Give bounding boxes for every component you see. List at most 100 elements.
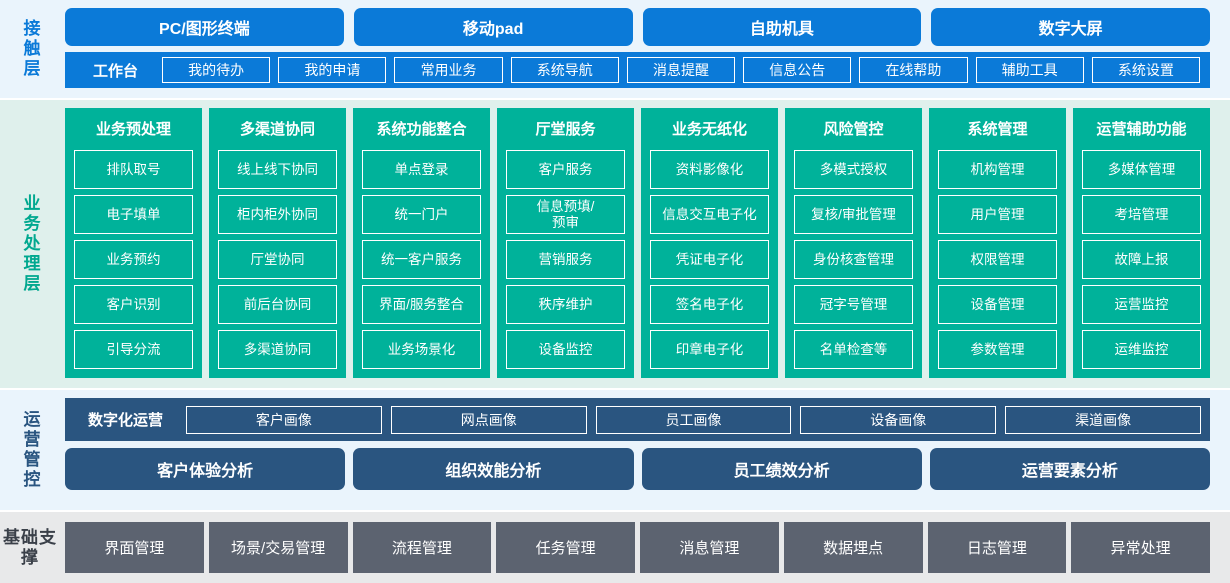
terminal-card-pc[interactable]: PC/图形终端: [65, 8, 344, 46]
toolbar-item-message-alert[interactable]: 消息提醒: [626, 57, 736, 83]
business-column-ops-support: 运营辅助功能 多媒体管理 考培管理 故障上报 运营监控 运维监控: [1073, 108, 1210, 378]
business-item[interactable]: 考培管理: [1082, 195, 1201, 234]
business-item[interactable]: 营销服务: [506, 240, 625, 279]
business-item[interactable]: 信息预填/ 预审: [506, 195, 625, 234]
layer-business-label-text: 业务处理层: [20, 194, 40, 294]
business-item[interactable]: 身份核查管理: [794, 240, 913, 279]
business-item[interactable]: 用户管理: [938, 195, 1057, 234]
portrait-channel[interactable]: 渠道画像: [1005, 405, 1201, 434]
business-item[interactable]: 电子填单: [74, 195, 193, 234]
analysis-customer-experience[interactable]: 客户体验分析: [65, 448, 346, 490]
business-item[interactable]: 界面/服务整合: [362, 285, 481, 324]
foundation-log-management[interactable]: 日志管理: [927, 522, 1067, 573]
business-item[interactable]: 排队取号: [74, 150, 193, 189]
business-item[interactable]: 设备管理: [938, 285, 1057, 324]
toolbar-item-system-settings[interactable]: 系统设置: [1091, 57, 1200, 83]
toolbar-item-my-application[interactable]: 我的申请: [278, 57, 387, 83]
layer-foundation: 基础支撑 界面管理 场景/交易管理 流程管理 任务管理 消息管理 数据埋点 日志…: [0, 512, 1230, 583]
portrait-device[interactable]: 设备画像: [800, 405, 997, 434]
layer-foundation-label: 基础支撑: [0, 512, 60, 583]
business-item[interactable]: 设备监控: [506, 330, 625, 369]
foundation-data-tracking[interactable]: 数据埋点: [783, 522, 923, 573]
column-title: 厅堂服务: [535, 121, 596, 138]
business-item[interactable]: 运维监控: [1082, 330, 1201, 369]
toolbar-item-announcement[interactable]: 信息公告: [743, 57, 852, 83]
foundation-ui-management[interactable]: 界面管理: [65, 522, 204, 573]
business-item[interactable]: 前后台协同: [218, 285, 337, 324]
digital-operations-bar: 数字化运营 客户画像 网点画像 员工画像 设备画像 渠道画像: [65, 398, 1210, 441]
column-title: 系统管理: [967, 121, 1028, 138]
business-item[interactable]: 签名电子化: [650, 285, 769, 324]
analysis-org-effectiveness[interactable]: 组织效能分析: [353, 448, 634, 490]
layer-contact-label: 接触层: [0, 0, 60, 98]
foundation-scene-transaction-management[interactable]: 场景/交易管理: [208, 522, 348, 573]
portrait-customer[interactable]: 客户画像: [186, 405, 382, 434]
column-title: 业务预处理: [95, 121, 171, 138]
foundation-process-management[interactable]: 流程管理: [352, 522, 492, 573]
foundation-task-management[interactable]: 任务管理: [496, 522, 635, 573]
portrait-branch[interactable]: 网点画像: [390, 405, 587, 434]
column-title: 风险管控: [823, 121, 884, 138]
business-item[interactable]: 故障上报: [1082, 240, 1201, 279]
layer-operations-label-text: 运营管控: [20, 410, 40, 490]
business-item[interactable]: 线上线下协同: [218, 150, 337, 189]
column-title: 运营辅助功能: [1096, 121, 1187, 138]
business-column-multichannel: 多渠道协同 线上线下协同 柜内柜外协同 厅堂协同 前后台协同 多渠道协同: [209, 108, 346, 378]
business-item[interactable]: 权限管理: [938, 240, 1057, 279]
workbench-label: 工作台: [93, 62, 139, 80]
business-item[interactable]: 多媒体管理: [1082, 150, 1201, 189]
layer-business-body: 业务预处理 排队取号 电子填单 业务预约 客户识别 引导分流 多渠道协同 线上线…: [60, 100, 1230, 388]
foundation-message-management[interactable]: 消息管理: [640, 522, 779, 573]
column-title: 系统功能整合: [376, 121, 467, 138]
business-item[interactable]: 印章电子化: [650, 330, 769, 369]
layer-contact-body: PC/图形终端 移动pad 自助机具 数字大屏 工作台 我的待办 我的申请 常用…: [60, 0, 1230, 98]
layer-operations-body: 数字化运营 客户画像 网点画像 员工画像 设备画像 渠道画像 客户体验分析 组织…: [60, 390, 1230, 510]
business-item[interactable]: 名单检查等: [794, 330, 913, 369]
business-column-paperless: 业务无纸化 资料影像化 信息交互电子化 凭证电子化 签名电子化 印章电子化: [641, 108, 778, 378]
toolbar-item-system-nav[interactable]: 系统导航: [510, 57, 619, 83]
business-item[interactable]: 参数管理: [938, 330, 1057, 369]
business-item[interactable]: 机构管理: [938, 150, 1057, 189]
business-item[interactable]: 运营监控: [1082, 285, 1201, 324]
business-item[interactable]: 厅堂协同: [218, 240, 337, 279]
terminal-card-bigscreen[interactable]: 数字大屏: [931, 8, 1210, 46]
business-item[interactable]: 资料影像化: [650, 150, 769, 189]
layer-operations-label: 运营管控: [0, 390, 60, 510]
business-item[interactable]: 客户识别: [74, 285, 193, 324]
business-item[interactable]: 多渠道协同: [218, 330, 337, 369]
business-item[interactable]: 秩序维护: [506, 285, 625, 324]
business-item[interactable]: 业务场景化: [362, 330, 481, 369]
business-column-group: 业务预处理 排队取号 电子填单 业务预约 客户识别 引导分流 多渠道协同 线上线…: [65, 108, 1210, 378]
portrait-employee[interactable]: 员工画像: [595, 405, 792, 434]
business-item[interactable]: 信息交互电子化: [650, 195, 769, 234]
workbench-toolbar: 工作台 我的待办 我的申请 常用业务 系统导航 消息提醒 信息公告 在线帮助 辅…: [65, 52, 1210, 88]
terminal-card-row: PC/图形终端 移动pad 自助机具 数字大屏: [65, 8, 1210, 46]
toolbar-item-my-todo[interactable]: 我的待办: [162, 57, 271, 83]
toolbar-item-common-business[interactable]: 常用业务: [394, 57, 503, 83]
column-title: 业务无纸化: [671, 121, 747, 138]
business-item[interactable]: 引导分流: [74, 330, 193, 369]
terminal-card-pad[interactable]: 移动pad: [353, 8, 633, 46]
terminal-card-kiosk[interactable]: 自助机具: [642, 8, 922, 46]
business-item[interactable]: 统一客户服务: [362, 240, 481, 279]
toolbar-item-online-help[interactable]: 在线帮助: [859, 57, 968, 83]
business-item[interactable]: 多模式授权: [794, 150, 913, 189]
layer-foundation-label-text: 基础支撑: [3, 528, 57, 567]
analysis-employee-performance[interactable]: 员工绩效分析: [641, 448, 922, 490]
foundation-exception-handling[interactable]: 异常处理: [1071, 522, 1210, 573]
business-item[interactable]: 凭证电子化: [650, 240, 769, 279]
toolbar-item-aux-tools[interactable]: 辅助工具: [975, 57, 1084, 83]
business-item[interactable]: 业务预约: [74, 240, 193, 279]
layer-business: 业务处理层 业务预处理 排队取号 电子填单 业务预约 客户识别 引导分流 多渠道…: [0, 100, 1230, 388]
business-item[interactable]: 柜内柜外协同: [218, 195, 337, 234]
business-item[interactable]: 客户服务: [506, 150, 625, 189]
column-title: 多渠道协同: [239, 121, 315, 138]
business-item[interactable]: 单点登录: [362, 150, 481, 189]
business-item[interactable]: 统一门户: [362, 195, 481, 234]
analysis-operation-elements[interactable]: 运营要素分析: [929, 448, 1210, 490]
business-item[interactable]: 冠字号管理: [794, 285, 913, 324]
business-item[interactable]: 复核/审批管理: [794, 195, 913, 234]
digital-operations-label: 数字化运营: [88, 412, 164, 429]
business-column-preprocess: 业务预处理 排队取号 电子填单 业务预约 客户识别 引导分流: [65, 108, 202, 378]
